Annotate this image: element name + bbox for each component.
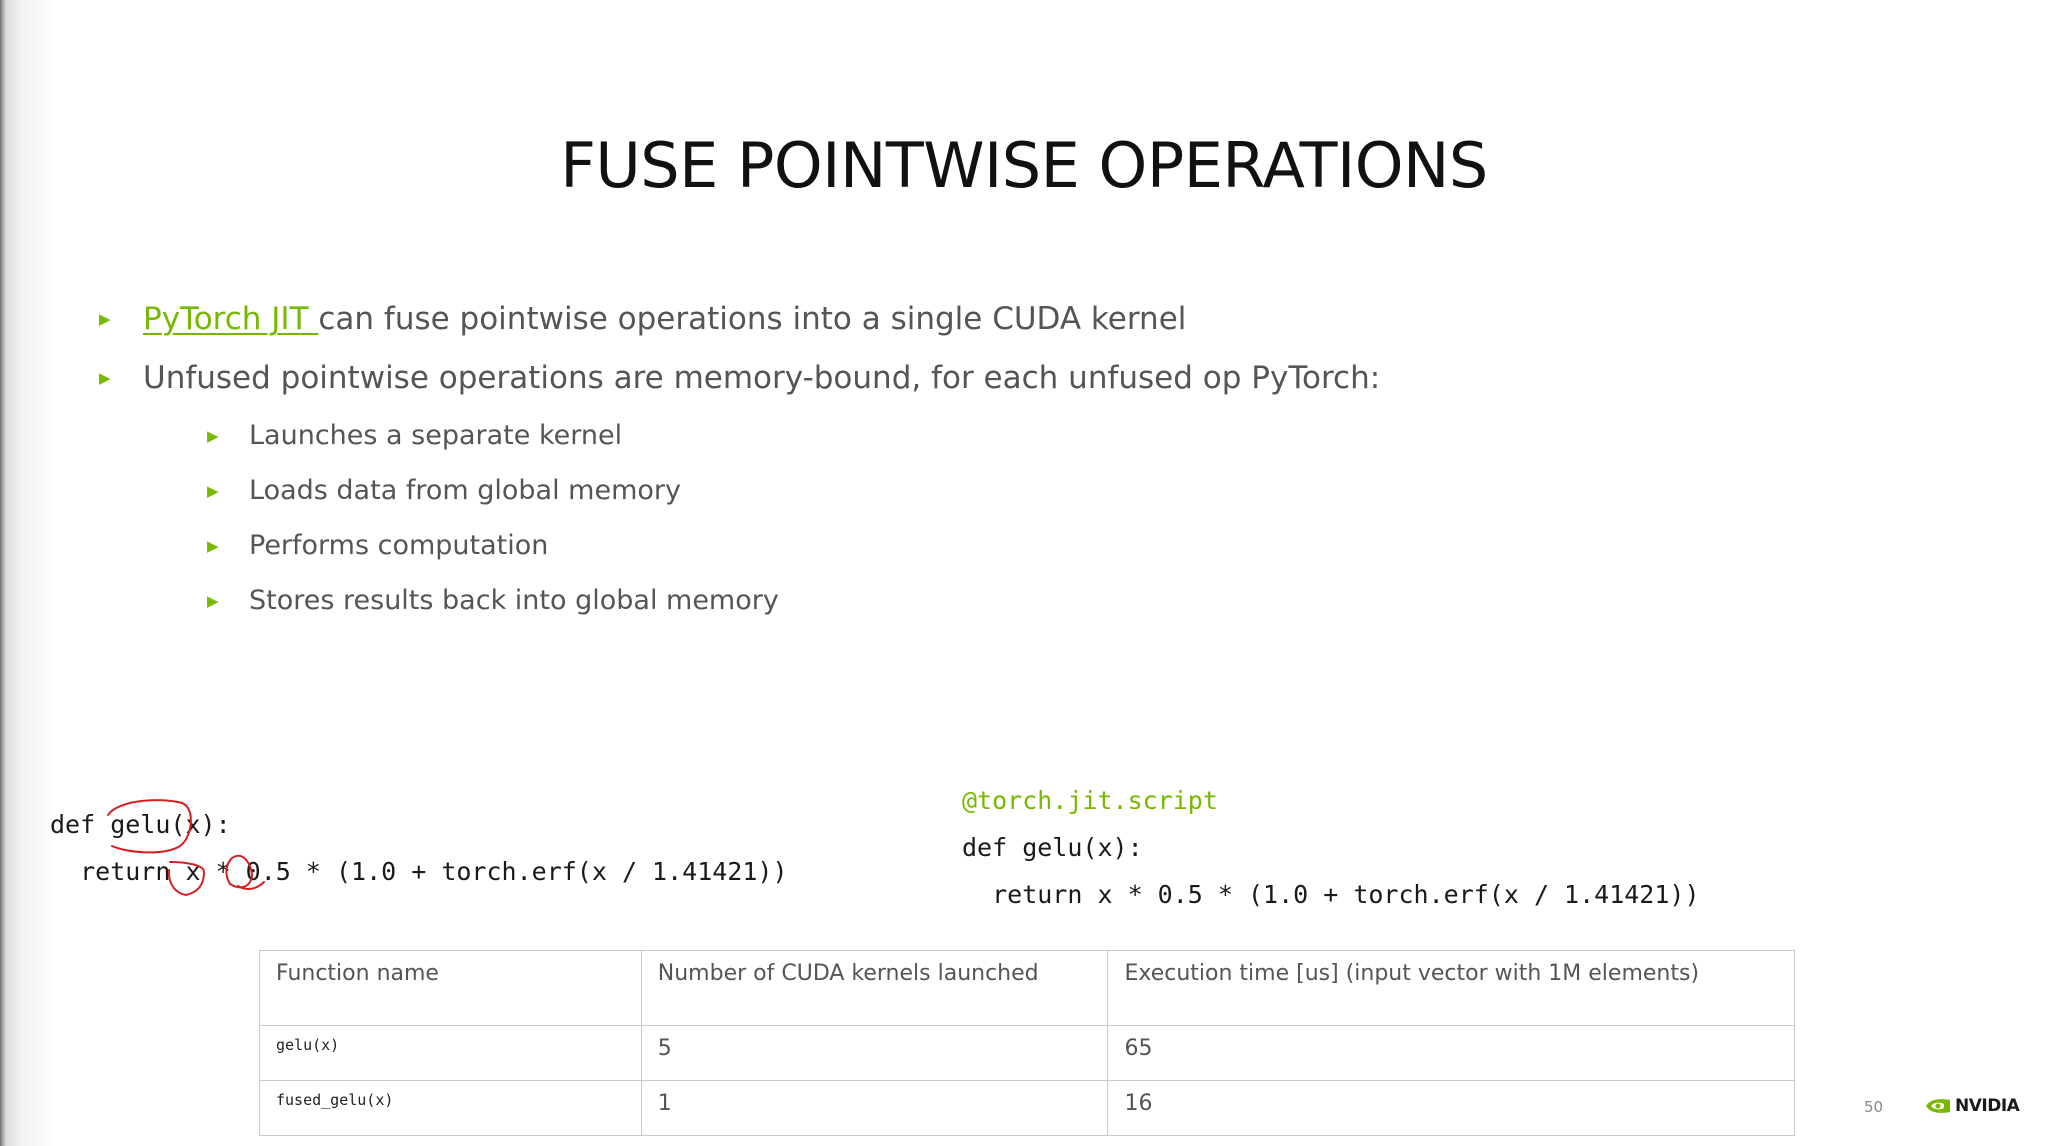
header-kernels-launched: Number of CUDA kernels launched (640, 950, 1109, 1026)
sub-bullet-text: Performs computation (249, 530, 549, 561)
code-right-line-return: return x * 0.5 * (1.0 + torch.erf(x / 1.… (962, 880, 1700, 909)
header-execution-time: Execution time [us] (input vector with 1… (1107, 950, 1795, 1026)
code-right-line-def: def gelu(x): (962, 833, 1143, 862)
sub-bullet-text: Stores results back into global memory (249, 585, 779, 616)
bullet-arrow-icon: ▶ (207, 592, 219, 610)
bullet-arrow-icon: ▶ (207, 482, 219, 500)
sub-bullet-performs-computation: ▶ Performs computation (207, 528, 549, 564)
nvidia-eye-icon (1926, 1099, 1950, 1113)
bullet-text: Unfused pointwise operations are memory-… (143, 360, 1381, 396)
table-header-row: Function name Number of CUDA kernels lau… (259, 950, 1795, 1026)
cell-function-name: fused_gelu(x) (259, 1080, 642, 1136)
sub-bullet-text: Launches a separate kernel (249, 420, 623, 451)
sub-bullet-stores-results: ▶ Stores results back into global memory (207, 583, 779, 619)
code-right-decorator: @torch.jit.script (962, 786, 1218, 815)
cell-kernels-launched: 5 (640, 1025, 1109, 1081)
bullet-arrow-icon: ▶ (207, 427, 219, 445)
slide-left-edge-shadow (0, 0, 60, 1146)
nvidia-logo: NVIDIA (1925, 1096, 2020, 1116)
table-row: fused_gelu(x) 1 16 (259, 1080, 1795, 1136)
bullet-unfused-ops: ▶ Unfused pointwise operations are memor… (99, 358, 1381, 398)
code-left-line-def: def gelu(x): (50, 810, 231, 839)
cell-function-name: gelu(x) (259, 1025, 642, 1081)
bullet-text: can fuse pointwise operations into a sin… (318, 301, 1187, 337)
cell-execution-time: 65 (1107, 1025, 1795, 1081)
nvidia-logo-text: NVIDIA (1955, 1096, 2020, 1116)
page-number: 50 (1864, 1098, 1884, 1116)
sub-bullet-loads-data: ▶ Loads data from global memory (207, 473, 681, 509)
cell-execution-time: 16 (1107, 1080, 1795, 1136)
bullet-pytorch-jit: ▶ PyTorch JIT can fuse pointwise operati… (99, 299, 1187, 339)
performance-table: Function name Number of CUDA kernels lau… (259, 950, 1795, 1136)
pytorch-jit-link[interactable]: PyTorch JIT (143, 301, 319, 337)
table-row: gelu(x) 5 65 (259, 1025, 1795, 1081)
header-function-name: Function name (259, 950, 642, 1026)
slide-title: FUSE POINTWISE OPERATIONS (560, 129, 1488, 202)
code-left-line-return: return x * 0.5 * (1.0 + torch.erf(x / 1.… (50, 857, 788, 886)
bullet-arrow-icon: ▶ (99, 369, 111, 387)
bullet-arrow-icon: ▶ (99, 310, 111, 328)
bullet-arrow-icon: ▶ (207, 537, 219, 555)
sub-bullet-text: Loads data from global memory (249, 475, 681, 506)
sub-bullet-launches-kernel: ▶ Launches a separate kernel (207, 418, 623, 454)
cell-kernels-launched: 1 (640, 1080, 1109, 1136)
